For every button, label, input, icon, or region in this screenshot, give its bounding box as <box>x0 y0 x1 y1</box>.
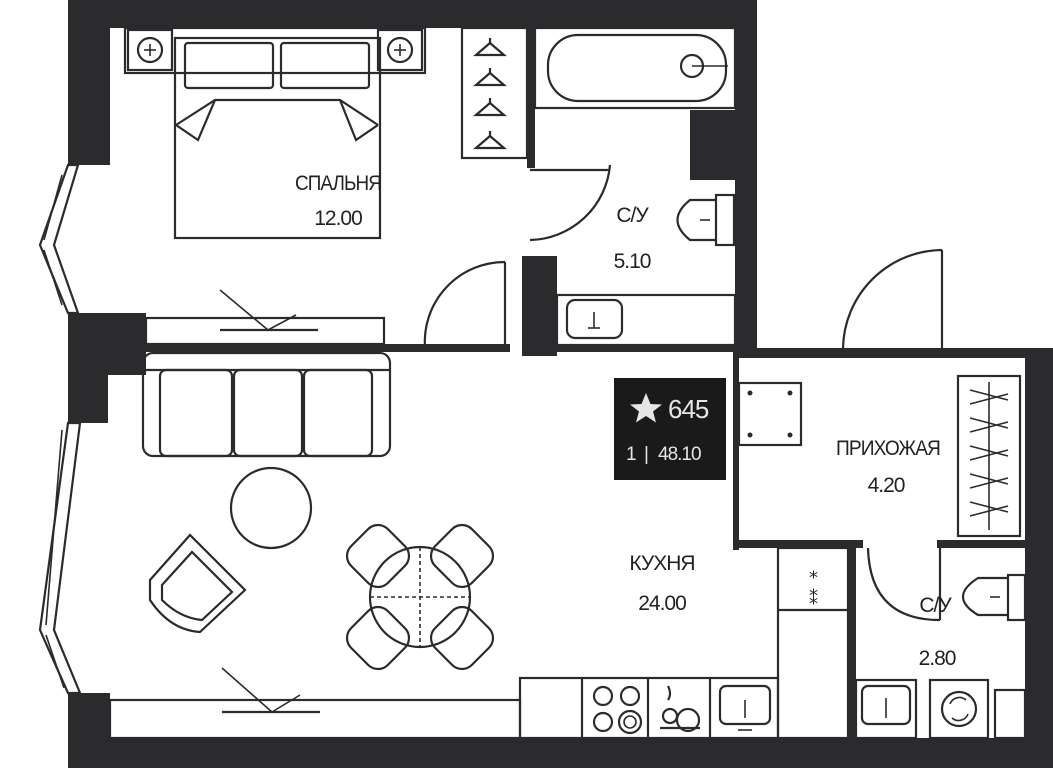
hallway-label: ПРИХОЖАЯ <box>836 437 940 460</box>
hallway-closet <box>956 374 1022 538</box>
walls <box>68 0 1053 768</box>
star-icon <box>630 393 662 423</box>
nightstand-right <box>376 28 424 72</box>
small-bathroom-door <box>866 547 942 622</box>
kitchen-counter <box>518 546 850 740</box>
kitchen-label: КУХНЯ <box>629 552 694 575</box>
washing-machine-icon <box>928 678 990 740</box>
badge-separator: | <box>644 444 648 465</box>
bathroom-door <box>529 164 612 242</box>
kitchen-sink-icon <box>718 684 772 731</box>
toilet-small-bath <box>961 573 1027 622</box>
dishwasher-icon <box>660 685 701 733</box>
round-table <box>229 466 313 550</box>
window-bay-upper <box>38 163 80 315</box>
fridge-icon: ⁎ ⁎ ⁎ <box>809 562 819 608</box>
apartment-number: 645 <box>668 394 709 424</box>
stove-icon <box>592 685 643 735</box>
sink-small-bath <box>854 678 918 740</box>
window-bay-lower <box>38 421 82 695</box>
small-bath-vent <box>993 688 1027 740</box>
hallway-area: 4.20 <box>868 474 905 497</box>
entrance-door <box>841 248 944 349</box>
bed <box>123 26 427 240</box>
kitchen-area: 24.00 <box>638 592 686 615</box>
bathtub <box>533 26 737 110</box>
bedroom-label: СПАЛЬНЯ <box>295 172 381 195</box>
sofa <box>141 351 392 458</box>
armchair <box>148 533 247 634</box>
svg-text:⁎: ⁎ <box>809 562 818 582</box>
wardrobe <box>460 26 529 160</box>
bath-large-area: 5.10 <box>614 250 651 273</box>
nightstand-left <box>126 28 174 72</box>
sink-large-bath <box>555 293 737 347</box>
bath-small-label: С/У <box>919 594 952 617</box>
svg-text:⁎: ⁎ <box>809 588 818 608</box>
bedroom-window-sill <box>144 289 386 346</box>
hallway-cabinet <box>737 381 803 447</box>
apartment-badge: 645 1 | 48.10 <box>614 378 726 480</box>
bedroom-door <box>423 260 507 349</box>
dining-set <box>345 523 495 671</box>
rooms-count: 1 <box>626 444 636 465</box>
toilet-large-bath <box>676 193 736 247</box>
svg-text:⁎: ⁎ <box>809 580 818 600</box>
bedroom-area: 12.00 <box>314 207 362 230</box>
bath-small-area: 2.80 <box>919 647 956 670</box>
living-window-sill <box>108 667 522 740</box>
total-area: 48.10 <box>658 444 701 465</box>
bath-large-label: С/У <box>616 204 649 227</box>
